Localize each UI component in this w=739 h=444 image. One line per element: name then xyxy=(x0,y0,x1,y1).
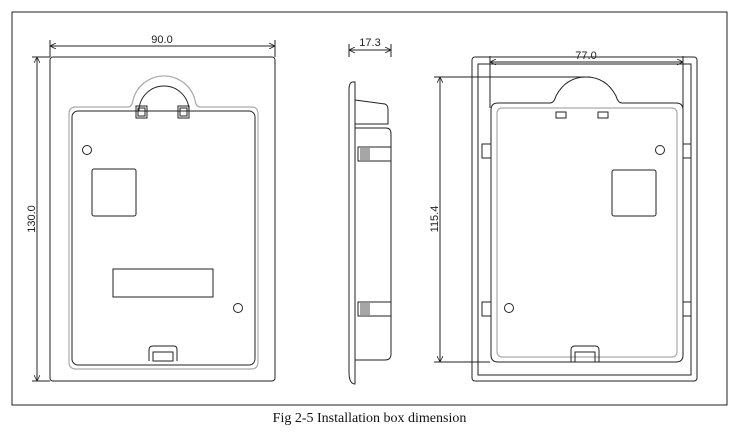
front-height-label: 130.0 xyxy=(26,205,38,233)
mounting-plate-outline xyxy=(68,75,259,370)
front-outer-frame xyxy=(49,56,276,382)
back-inner-frame xyxy=(477,63,692,376)
back-plate xyxy=(490,76,684,363)
bottom-latch xyxy=(148,345,178,361)
square-cutout xyxy=(91,168,137,217)
back-width-label: 77.0 xyxy=(575,50,596,62)
side-flange xyxy=(348,81,356,385)
side-clip xyxy=(357,146,392,162)
screw-hole xyxy=(233,303,243,313)
front-view: 90.0 130.0 xyxy=(26,34,276,382)
figure-frame xyxy=(11,11,728,406)
back-height-label: 115.4 xyxy=(429,206,441,233)
screw-hole xyxy=(504,303,514,313)
mounting-plate xyxy=(71,110,256,366)
side-body xyxy=(355,127,392,361)
side-depth-label: 17.3 xyxy=(359,37,380,49)
screw-hole xyxy=(82,145,92,155)
rectangular-cutout xyxy=(112,268,214,298)
square-cutout xyxy=(611,169,657,217)
figure-caption: Fig 2-5 Installation box dimension xyxy=(272,411,467,426)
back-view: 77.0 115.4 xyxy=(429,50,698,382)
side-clip xyxy=(357,301,392,317)
back-outer-frame xyxy=(471,56,698,382)
bottom-latch xyxy=(570,345,600,362)
front-width-label: 90.0 xyxy=(151,34,172,46)
screw-hole xyxy=(655,145,665,155)
side-view: 17.3 xyxy=(348,37,392,385)
